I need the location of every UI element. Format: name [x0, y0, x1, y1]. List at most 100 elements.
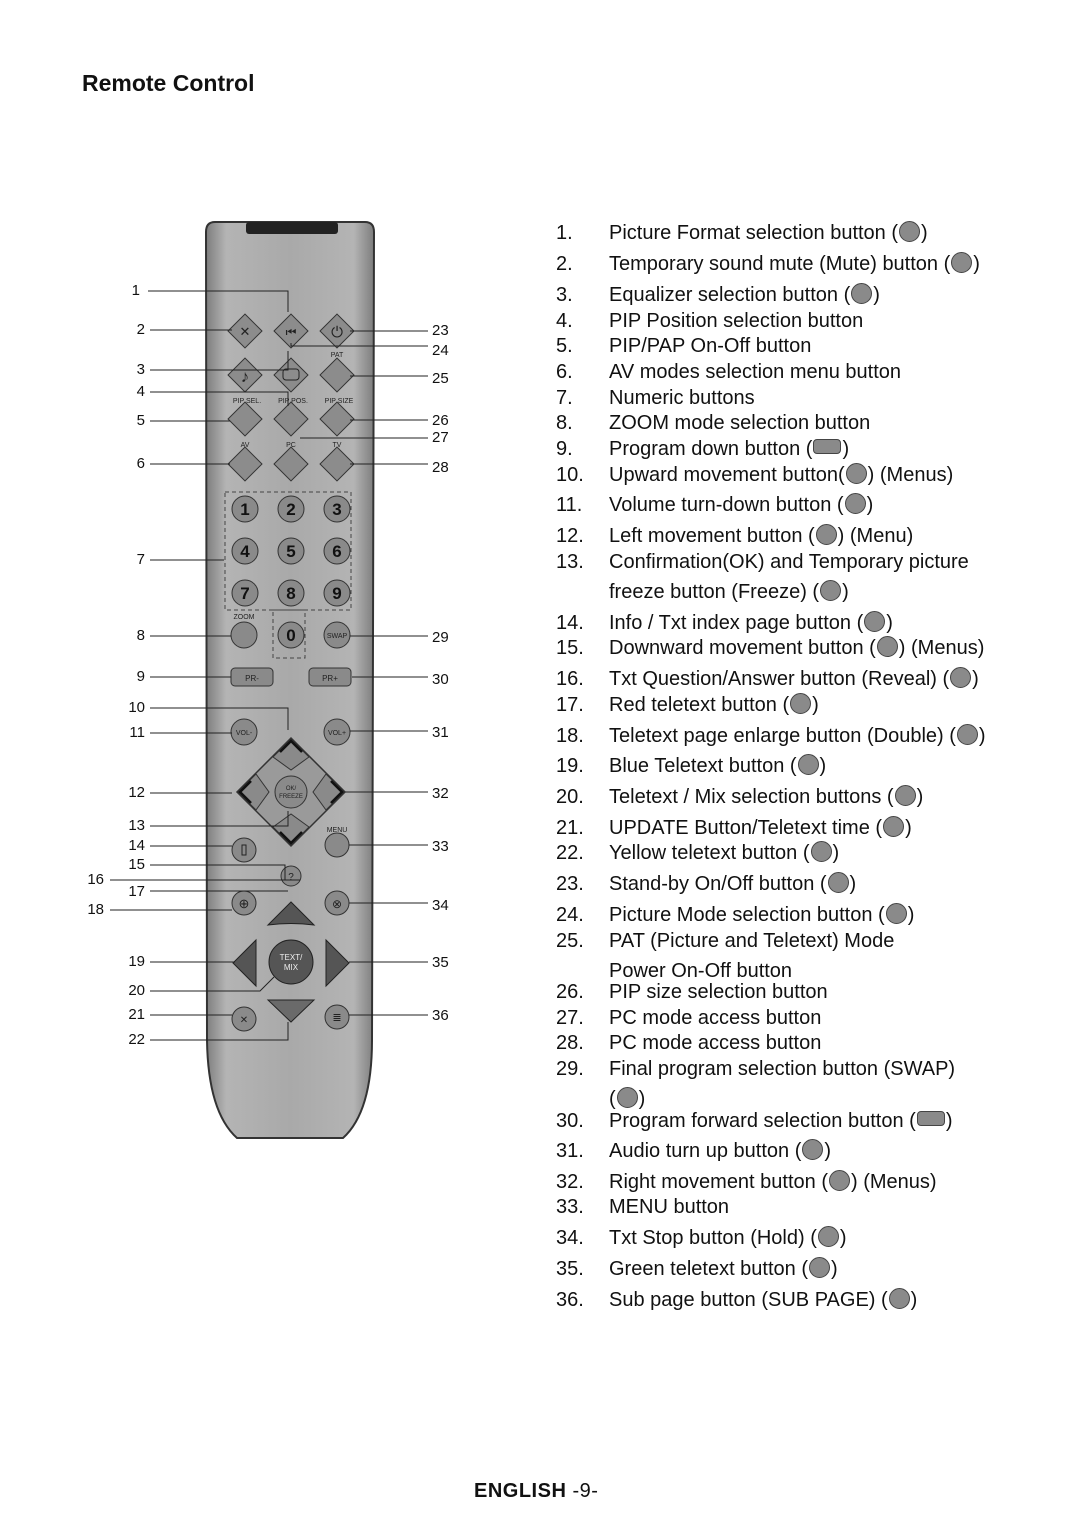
list-item-text: Power On-Off button: [609, 959, 792, 983]
mute-button[interactable]: ✕: [227, 313, 263, 349]
pat-button[interactable]: [319, 357, 355, 393]
zoom-button[interactable]: [230, 621, 258, 649]
remote-control-figure: ✕ ⏮ ⏻ PAT ♪ PIP SEL. PIP POS. PIP SIZE A…: [87, 221, 449, 1139]
list-item-text: (): [609, 1087, 645, 1111]
tv-button[interactable]: [319, 446, 355, 482]
callout-18: 18: [87, 901, 104, 918]
list-item-tail: ): [910, 1289, 918, 1311]
right-button[interactable]: [312, 773, 345, 811]
list-item-number: 28.: [556, 1032, 584, 1054]
callout-5: 5: [137, 412, 145, 429]
yellow-teletext-button[interactable]: [266, 999, 316, 1023]
list-item-label: Picture Mode selection button (: [609, 904, 885, 926]
list-item-label: Teletext / Mix selection buttons (: [609, 786, 894, 808]
digit-1-button[interactable]: 1: [231, 495, 259, 523]
digit-0-button[interactable]: 0: [277, 621, 305, 649]
left-button[interactable]: [237, 773, 270, 811]
text-mix-icon: [894, 785, 916, 806]
blue-teletext-button[interactable]: [232, 938, 257, 988]
double-button[interactable]: ⊕: [231, 890, 257, 916]
menu-label: MENU: [327, 827, 348, 834]
callout-numbers-left: 1 2 3 4 5 6 7 8 9 10 11 12 13 14 15 16 1…: [87, 282, 145, 1048]
callout-numbers-right: 23 24 25 26 27 28 29 30 31 32 33 34 35 3…: [432, 322, 449, 1024]
vol-plus-button[interactable]: VOL+: [323, 718, 351, 746]
callout-25: 25: [432, 370, 449, 387]
list-item-number: 20.: [556, 786, 584, 808]
red-teletext-icon: [266, 901, 316, 926]
list-item-number: 3.: [556, 284, 573, 306]
digit-9-button[interactable]: 9: [323, 579, 351, 607]
pc-button[interactable]: [273, 446, 309, 482]
vol-minus-button[interactable]: VOL-: [230, 718, 258, 746]
digit-3-button[interactable]: 3: [323, 495, 351, 523]
menu-button[interactable]: [324, 832, 350, 858]
list-item-tail: ): [866, 494, 874, 516]
list-item-text: MENU button: [609, 1195, 729, 1219]
digit-6-button[interactable]: 6: [323, 537, 351, 565]
pr-minus-button[interactable]: PR-: [230, 667, 274, 687]
list-item-label: Program down button (: [609, 438, 813, 460]
update-button[interactable]: ✕: [231, 1006, 257, 1032]
down-arrow-icon: [876, 636, 898, 657]
callout-36: 36: [432, 1007, 449, 1024]
green-teletext-button[interactable]: [325, 938, 350, 988]
callout-30: 30: [432, 671, 449, 688]
callout-22: 22: [128, 1031, 145, 1048]
up-button[interactable]: [272, 738, 310, 771]
digit-3-label: 3: [332, 500, 341, 519]
pip-pos-button[interactable]: [273, 401, 309, 437]
callout-28: 28: [432, 459, 449, 476]
list-item-text: AV modes selection menu button: [609, 360, 901, 384]
picture-mode-button[interactable]: [273, 357, 309, 393]
info-button[interactable]: [231, 837, 257, 863]
blue-teletext-icon: [232, 938, 257, 988]
equalizer-button[interactable]: ♪: [227, 357, 263, 393]
down-button[interactable]: [272, 813, 310, 846]
list-item-tail: ): [849, 873, 857, 895]
list-item-label: Yellow teletext button (: [609, 842, 810, 864]
swap-button[interactable]: SWAP: [323, 621, 351, 649]
callout-34: 34: [432, 897, 449, 914]
digit-5-button[interactable]: 5: [277, 537, 305, 565]
callout-20: 20: [128, 982, 145, 999]
ok-freeze-button[interactable]: OK/ FREEZE: [274, 775, 308, 809]
hold-button[interactable]: ⊗: [324, 890, 350, 916]
list-item-label: Blue Teletext button (: [609, 755, 797, 777]
list-item-label: Sub page button (SUB PAGE) (: [609, 1289, 888, 1311]
list-item-label: Numeric buttons: [609, 387, 755, 409]
reveal-button[interactable]: ?: [280, 865, 302, 887]
digit-2-button[interactable]: 2: [277, 495, 305, 523]
digit-7-button[interactable]: 7: [231, 579, 259, 607]
list-item-text: PAT (Picture and Teletext) Mode: [609, 929, 894, 953]
digit-8-button[interactable]: 8: [277, 579, 305, 607]
standby-button[interactable]: ⏻: [319, 313, 355, 349]
callout-19: 19: [128, 953, 145, 970]
list-item-text: Audio turn up button (): [609, 1139, 831, 1163]
list-item-number: 29.: [556, 1058, 584, 1080]
equalizer-icon: [851, 283, 873, 304]
list-item-label: Final program selection button (SWAP): [609, 1058, 956, 1080]
text-mix-button[interactable]: TEXT/ MIX: [268, 939, 314, 985]
pip-pos-label: PIP POS.: [278, 398, 308, 405]
red-teletext-button[interactable]: [266, 901, 316, 926]
pip-size-button[interactable]: [319, 401, 355, 437]
subpage-button[interactable]: ≣: [324, 1004, 350, 1030]
list-item-text: Info / Txt index page button (): [609, 611, 893, 635]
mute-icon: ✕: [240, 324, 251, 339]
picture-format-button[interactable]: ⏮: [273, 313, 309, 349]
av-button[interactable]: [227, 446, 263, 482]
reveal-icon: ?: [288, 872, 294, 883]
list-item-text: Right movement button () (Menus): [609, 1170, 937, 1194]
list-item-label: Picture Format selection button (: [609, 222, 899, 244]
list-item-text: PC mode access button: [609, 1006, 821, 1030]
pip-sel-button[interactable]: [227, 401, 263, 437]
double-icon: [956, 724, 978, 745]
digit-4-button[interactable]: 4: [231, 537, 259, 565]
list-item-number: 34.: [556, 1227, 584, 1249]
yellow-teletext-icon: [266, 999, 316, 1023]
pr-plus-button[interactable]: PR+: [308, 667, 352, 687]
list-item-tail: ) (Menus): [867, 464, 954, 486]
list-item-label: Red teletext button (: [609, 694, 790, 716]
callout-26: 26: [432, 412, 449, 429]
pip-size-label: PIP SIZE: [325, 398, 354, 405]
